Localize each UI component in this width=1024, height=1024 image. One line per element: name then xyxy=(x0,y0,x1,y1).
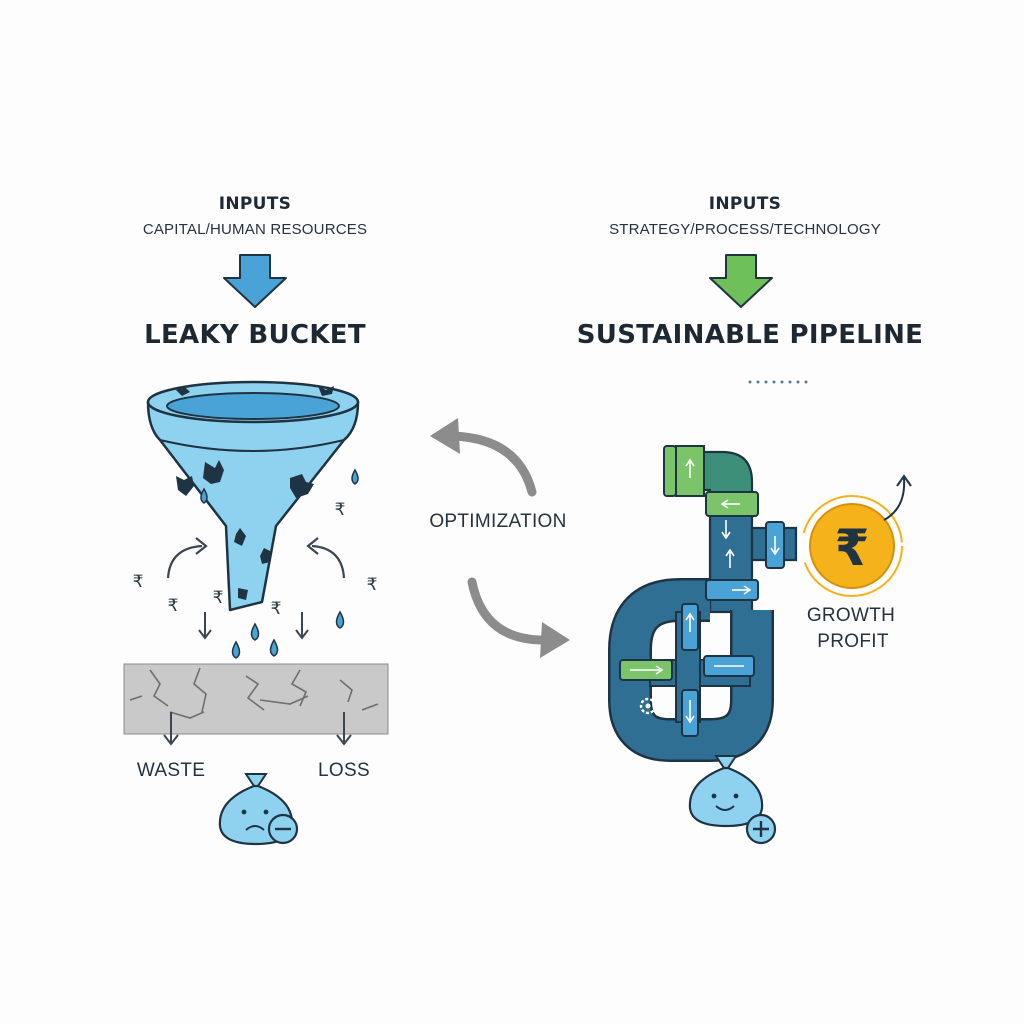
right-title: SUSTAINABLE PIPELINE xyxy=(576,320,924,350)
sad-money-bag-minus-icon xyxy=(218,773,299,846)
right-inputs-heading: INPUTS xyxy=(708,194,782,214)
down-arrow-icon xyxy=(223,254,287,308)
happy-money-bag-plus-icon xyxy=(688,755,777,845)
left-title: LEAKY BUCKET xyxy=(144,320,366,350)
left-inputs-detail: CAPITAL/HUMAN RESOURCES xyxy=(142,221,368,238)
curved-arrow-icon xyxy=(166,537,346,579)
coin-rupee-symbol: ₹ xyxy=(835,519,870,577)
loss-label: LOSS xyxy=(318,760,370,781)
pipeline-icon xyxy=(608,445,798,762)
cracked-ground-icon xyxy=(123,663,389,735)
waste-label: WASTE xyxy=(136,760,206,781)
rupee-coin-icon: ₹ xyxy=(801,495,903,597)
loss-arrow-icon xyxy=(336,712,352,746)
optimization-label: OPTIMIZATION xyxy=(429,511,567,532)
rupee-symbol: ₹ xyxy=(270,599,282,619)
rupee-symbol: ₹ xyxy=(366,575,378,595)
growth-label: GROWTH xyxy=(806,605,896,626)
rupee-symbol: ₹ xyxy=(212,588,224,608)
small-down-arrow-icon xyxy=(198,612,309,640)
growth-arrow-icon xyxy=(883,474,912,521)
water-drop-icon xyxy=(200,468,359,659)
dotted-divider xyxy=(748,380,808,384)
rupee-symbol: ₹ xyxy=(132,572,144,592)
leaky-funnel-icon xyxy=(146,380,360,612)
rupee-symbol: ₹ xyxy=(167,596,179,616)
left-inputs-heading: INPUTS xyxy=(218,194,292,214)
down-arrow-icon xyxy=(709,254,773,308)
right-inputs-detail: STRATEGY/PROCESS/TECHNOLOGY xyxy=(609,221,881,238)
waste-arrow-icon xyxy=(163,712,179,746)
cycle-arrows-icon xyxy=(430,418,570,658)
profit-label: PROFIT xyxy=(817,631,889,652)
gear-icon xyxy=(639,697,657,715)
rupee-symbol: ₹ xyxy=(334,500,346,520)
